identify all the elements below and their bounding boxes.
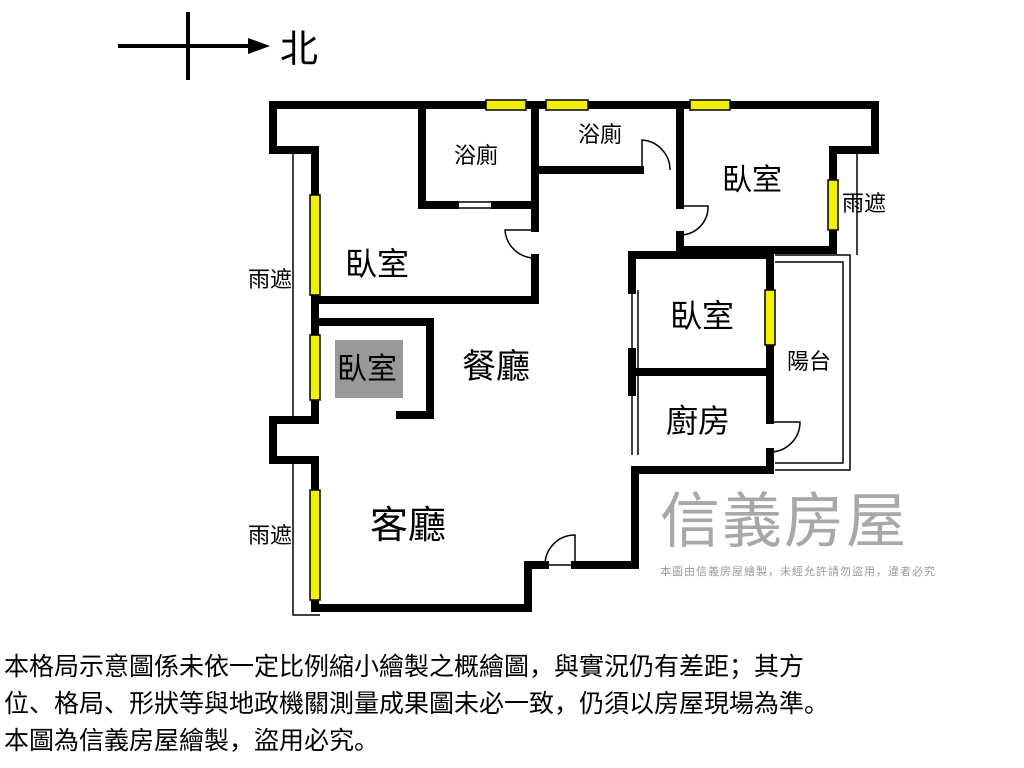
compass-north-label: 北 bbox=[280, 27, 319, 71]
disclaimer-line: 位、格局、形狀等與地政機關測量成果圖未必一致，仍須以房屋現場為準。 bbox=[4, 689, 830, 718]
room-dining: 餐廳 bbox=[462, 347, 530, 387]
door-icons bbox=[454, 139, 801, 566]
room-bedroom-ne: 臥室 bbox=[722, 163, 782, 198]
room-bedroom-w: 臥室 bbox=[345, 245, 410, 283]
room-balcony: 陽台 bbox=[787, 350, 832, 375]
canopy-left-top: 雨遮 bbox=[248, 268, 293, 293]
window-icons bbox=[309, 99, 839, 601]
room-bedroom-small: 臥室 bbox=[337, 352, 397, 387]
canopy-right: 雨遮 bbox=[842, 192, 887, 217]
canopy-left-bottom: 雨遮 bbox=[248, 524, 293, 549]
floor-plan bbox=[118, 12, 879, 616]
room-living: 客廳 bbox=[370, 503, 447, 547]
room-kitchen: 廚房 bbox=[666, 402, 731, 440]
watermark-brand: 信義房屋 bbox=[660, 487, 908, 557]
watermark-logo bbox=[335, 340, 403, 398]
watermark-notice: 本圖由信義房屋繪製，未經允許請勿盜用，違者必究 bbox=[660, 565, 936, 578]
compass-arrow-icon bbox=[118, 12, 270, 80]
disclaimer-line: 本圖為信義房屋繪製，盜用必究。 bbox=[4, 726, 380, 755]
room-bath-1: 浴廁 bbox=[454, 144, 499, 169]
room-bath-2: 浴廁 bbox=[578, 123, 623, 148]
disclaimer-line: 本格局示意圖係未依一定比例縮小繪製之概繪圖，與實況仍有差距；其方 bbox=[4, 652, 805, 681]
disclaimer-note: 本格局示意圖係未依一定比例縮小繪製之概繪圖，與實況仍有差距；其方 位、格局、形狀… bbox=[4, 648, 1024, 759]
room-bedroom-mid: 臥室 bbox=[670, 297, 735, 335]
